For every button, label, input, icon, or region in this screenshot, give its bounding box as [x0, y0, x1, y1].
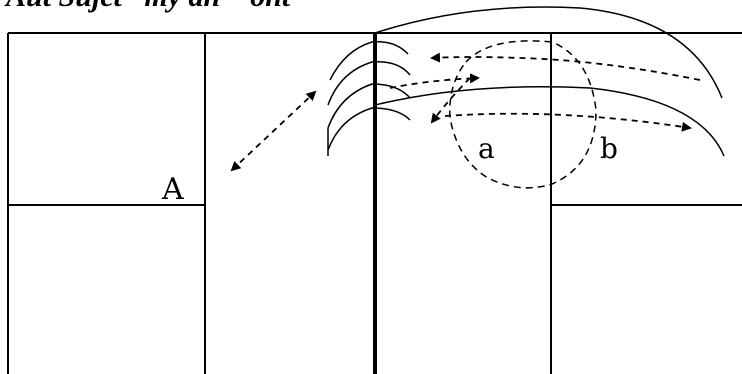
wave-arc [327, 107, 411, 151]
label-a: a [478, 132, 495, 165]
outer-sweep-arc [374, 6, 723, 99]
wave-arc [327, 83, 411, 129]
label-A: A [161, 172, 184, 207]
arrow-to-b [444, 112, 692, 132]
wave-arcs [327, 41, 411, 156]
wave-arc [327, 61, 411, 106]
inner-sweep-arc [374, 86, 725, 157]
arrow-from-right-to-top-left [430, 52, 701, 81]
wave-arc [329, 41, 409, 81]
top-caption-text: Aut Sujet · my an ·· ont [4, 0, 292, 13]
dashed-arrows [230, 52, 701, 172]
label-b: b [600, 132, 618, 165]
arrow-wall-to-center [389, 73, 480, 89]
arrow-to-a-lower [430, 77, 471, 124]
arrow-a-to-wall [230, 90, 317, 172]
sweep-arcs [374, 6, 725, 157]
